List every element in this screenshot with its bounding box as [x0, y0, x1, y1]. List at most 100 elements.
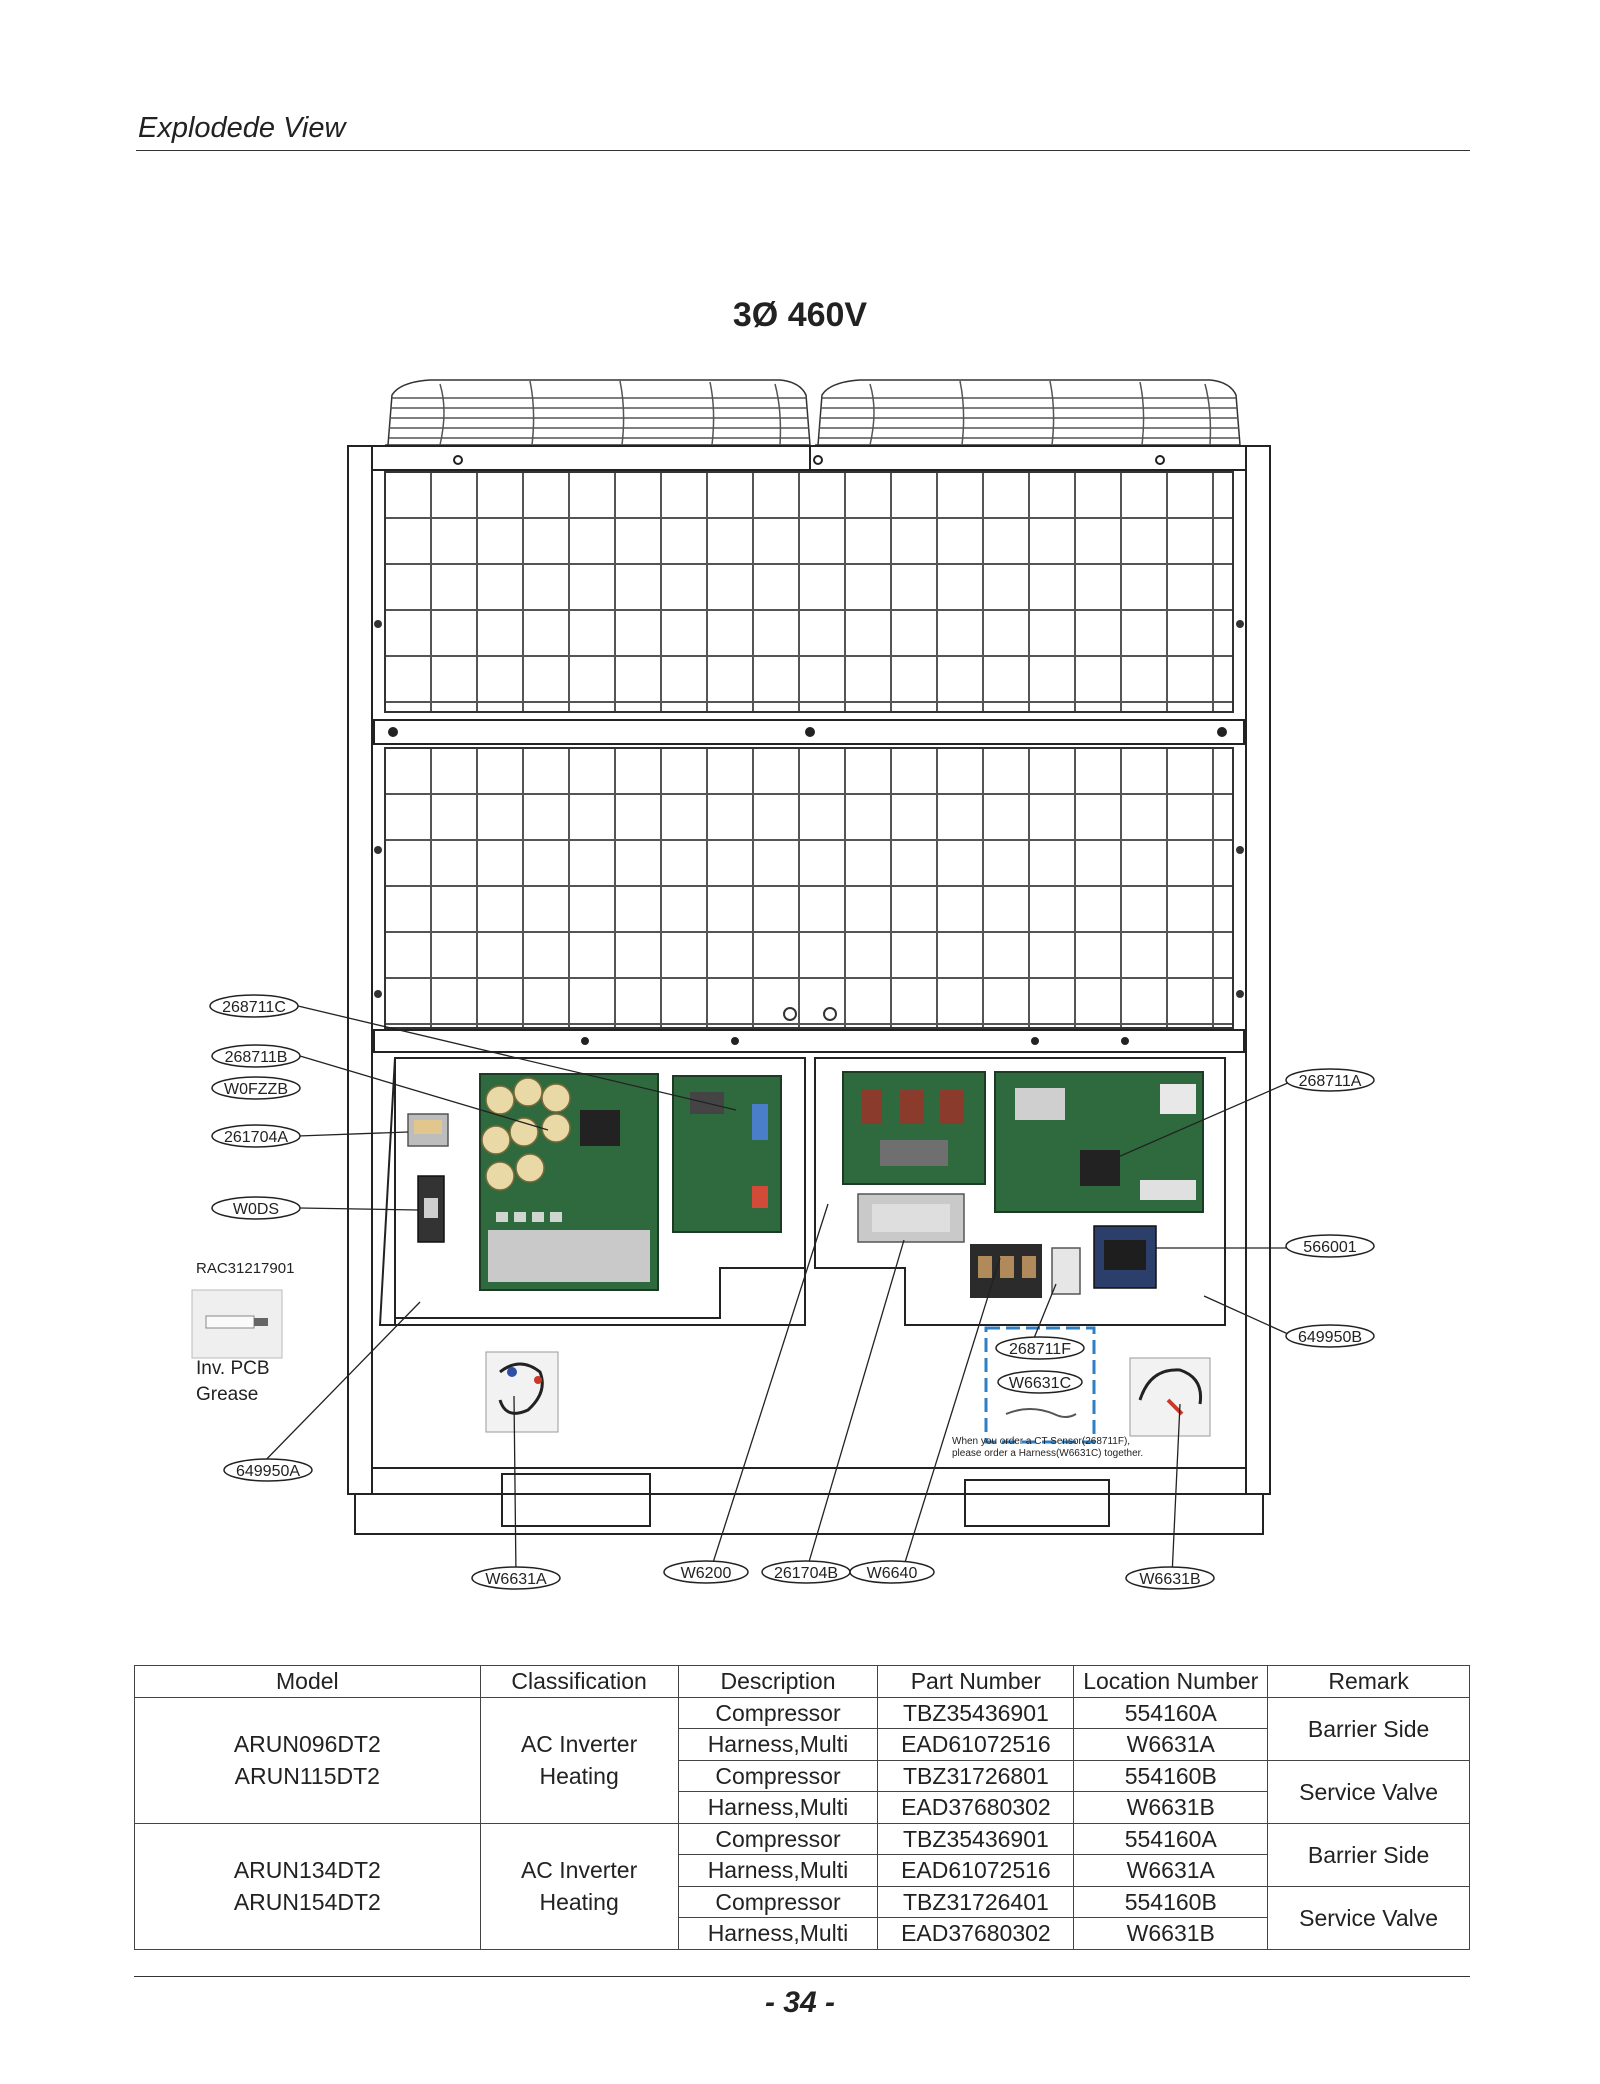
col-header: Description: [677, 1665, 879, 1698]
callout-w6640: W6640: [849, 1560, 935, 1584]
table-row: Harness,Multi EAD61072516 W6631A: [135, 1854, 1470, 1887]
callout-w6631a: W6631A: [471, 1566, 561, 1590]
description-cell: Compressor: [677, 1885, 879, 1918]
footer-rule: [134, 1976, 1470, 1977]
table-row: Harness,Multi EAD37680302 W6631B: [135, 1791, 1470, 1824]
callout-w0ds: W0DS: [211, 1196, 301, 1220]
callout-649950b: 649950B: [1285, 1324, 1375, 1348]
description-cell: Compressor: [677, 1759, 879, 1792]
callout-261704b: 261704B: [761, 1560, 851, 1584]
noise-filter-pcb: [842, 1071, 986, 1185]
col-header: Part Number: [877, 1665, 1075, 1698]
callout-261704a: 261704A: [211, 1124, 301, 1148]
part-number-cell: EAD37680302: [877, 1917, 1075, 1950]
reactor-part: [407, 1113, 449, 1147]
part-number-cell: TBZ35436901: [877, 1822, 1075, 1855]
inverter-pcb: [479, 1073, 659, 1291]
fan-guard-right: [815, 379, 1241, 446]
part-number-cell: TBZ35436901: [877, 1696, 1075, 1729]
svg-text:268711A: 268711A: [1299, 1073, 1362, 1090]
svg-text:649950A: 649950A: [236, 1463, 300, 1480]
location-cell: 554160B: [1073, 1885, 1269, 1918]
coil-grill-upper: [384, 471, 1234, 713]
ct-sensor-kit-box: [984, 1326, 1096, 1444]
svg-text:W6631A: W6631A: [485, 1571, 547, 1588]
description-cell: Harness,Multi: [677, 1728, 879, 1761]
description-cell: Harness,Multi: [677, 1854, 879, 1887]
callout-268711c: 268711C: [209, 994, 299, 1018]
ct-sensor: [1051, 1247, 1081, 1295]
location-cell: W6631A: [1073, 1728, 1269, 1761]
svg-text:W6200: W6200: [681, 1565, 732, 1582]
fan-guard-left: [385, 379, 811, 446]
table-row: Compressor TBZ31726801 554160B Service V…: [135, 1759, 1470, 1824]
callout-649950a: 649950A: [223, 1458, 313, 1482]
location-cell: W6631B: [1073, 1917, 1269, 1950]
reactor-261704b: [857, 1193, 965, 1243]
page-number: - 34 -: [764, 1986, 836, 2019]
leader-lines: [255, 1005, 1291, 1577]
location-cell: 554160A: [1073, 1696, 1269, 1729]
col-header: Classification: [479, 1665, 679, 1698]
grease-label-line2: Grease: [196, 1384, 259, 1405]
svg-text:W6640: W6640: [867, 1565, 918, 1582]
coil-grill-lower: [384, 747, 1234, 1029]
harness-w6631a-image: [485, 1351, 559, 1433]
grease-part-number: RAC31217901: [196, 1260, 295, 1277]
section-title: Explodede View: [138, 112, 346, 144]
svg-text:W6631B: W6631B: [1139, 1571, 1200, 1588]
table-row: Harness,Multi EAD61072516 W6631A: [135, 1728, 1470, 1761]
ct-note-line1: When you order a CT Sensor(268711F),: [952, 1436, 1130, 1447]
callout-w6200: W6200: [663, 1560, 749, 1584]
callout-w0fzzb: W0FZZB: [211, 1076, 301, 1100]
ct-note-line2: please order a Harness(W6631C) together.: [952, 1448, 1143, 1459]
svg-text:268711F: 268711F: [1009, 1341, 1071, 1358]
svg-text:W0DS: W0DS: [233, 1201, 279, 1218]
middle-brace: [373, 719, 1245, 745]
svg-text:649950B: 649950B: [1298, 1329, 1362, 1346]
part-number-cell: TBZ31726801: [877, 1759, 1075, 1792]
part-number-cell: EAD37680302: [877, 1791, 1075, 1824]
callout-w6631b: W6631B: [1125, 1566, 1215, 1590]
location-cell: W6631B: [1073, 1791, 1269, 1824]
location-cell: 554160A: [1073, 1822, 1269, 1855]
description-cell: Compressor: [677, 1696, 879, 1729]
fuse-holder-part: [417, 1175, 445, 1243]
part-number-cell: TBZ31726401: [877, 1885, 1075, 1918]
parts-table: Model Classification Description Part Nu…: [134, 1665, 1470, 1950]
table-header-row: Model Classification Description Part Nu…: [134, 1665, 1470, 1698]
col-header: Remark: [1267, 1665, 1470, 1698]
magnetic-contactor: [1093, 1225, 1157, 1289]
description-cell: Compressor: [677, 1822, 879, 1855]
svg-text:566001: 566001: [1303, 1239, 1356, 1256]
section-header: Explodede View: [136, 110, 1470, 151]
remark-cell: Barrier Side: [1267, 1822, 1470, 1887]
description-cell: Harness,Multi: [677, 1917, 879, 1950]
col-header: Location Number: [1073, 1665, 1269, 1698]
harness-w6631b-image: [1129, 1357, 1211, 1437]
description-cell: Harness,Multi: [677, 1791, 879, 1824]
callout-268711f: 268711F: [995, 1336, 1085, 1360]
svg-text:268711C: 268711C: [222, 999, 286, 1016]
grease-label-line1: Inv. PCB: [196, 1358, 270, 1379]
grill-bolts: [374, 620, 1244, 1021]
callout-268711b: 268711B: [211, 1044, 301, 1068]
drawing-title: 3Ø 460V: [732, 296, 868, 334]
callout-268711a: 268711A: [1285, 1068, 1375, 1092]
remark-cell: Service Valve: [1267, 1759, 1470, 1824]
exploded-view-drawing: 268711C 268711B W0FZZB 261704A W0DS 6499…: [191, 379, 1375, 1590]
callout-566001: 566001: [1285, 1234, 1375, 1258]
svg-text:261704B: 261704B: [774, 1565, 838, 1582]
svg-text:W0FZZB: W0FZZB: [224, 1081, 288, 1098]
outdoor-main-pcb: [994, 1071, 1204, 1213]
table-row: Compressor TBZ31726401 554160B Service V…: [135, 1885, 1470, 1950]
base-panel: [354, 1467, 1264, 1535]
callout-w6631c: W6631C: [997, 1370, 1083, 1394]
svg-text:268711B: 268711B: [225, 1049, 288, 1066]
svg-text:261704A: 261704A: [224, 1129, 288, 1146]
terminal-block: [970, 1244, 1042, 1298]
